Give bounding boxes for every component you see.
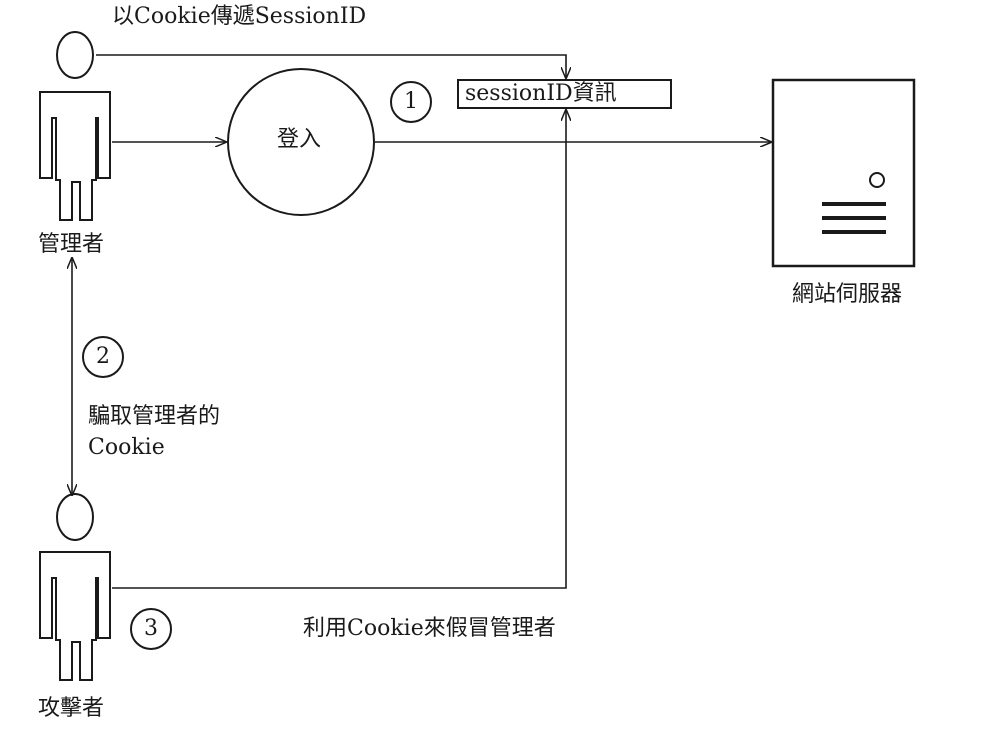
sessionid-info-box <box>457 79 672 109</box>
attacker-person-icon <box>39 493 111 681</box>
server-label: 網站伺服器 <box>792 282 903 307</box>
step-1-circle <box>390 81 432 123</box>
steal-cookie-label-line2: Cookie <box>88 435 165 460</box>
admin-label: 管理者 <box>38 232 105 257</box>
attacker-label: 攻擊者 <box>38 696 105 721</box>
login-circle <box>227 68 375 216</box>
step-3-circle <box>130 608 172 650</box>
steal-cookie-label-line1: 騙取管理者的 <box>88 404 221 429</box>
admin-person-icon <box>39 31 111 221</box>
sessionid-info-label: sessionID資訊 <box>465 81 617 106</box>
step-2-circle <box>82 336 124 378</box>
cookie-sessionid-label: 以Cookie傳遞SessionID <box>112 4 367 29</box>
web-server-icon <box>771 78 916 268</box>
step-1-number: 1 <box>404 89 418 114</box>
cookie-sessionid-arrow <box>96 54 566 78</box>
step-3-number: 3 <box>144 616 158 641</box>
impersonate-label: 利用Cookie來假冒管理者 <box>303 616 556 641</box>
attacker-impersonate-arrow <box>112 110 566 589</box>
login-label: 登入 <box>277 127 322 152</box>
step-2-number: 2 <box>96 344 110 369</box>
